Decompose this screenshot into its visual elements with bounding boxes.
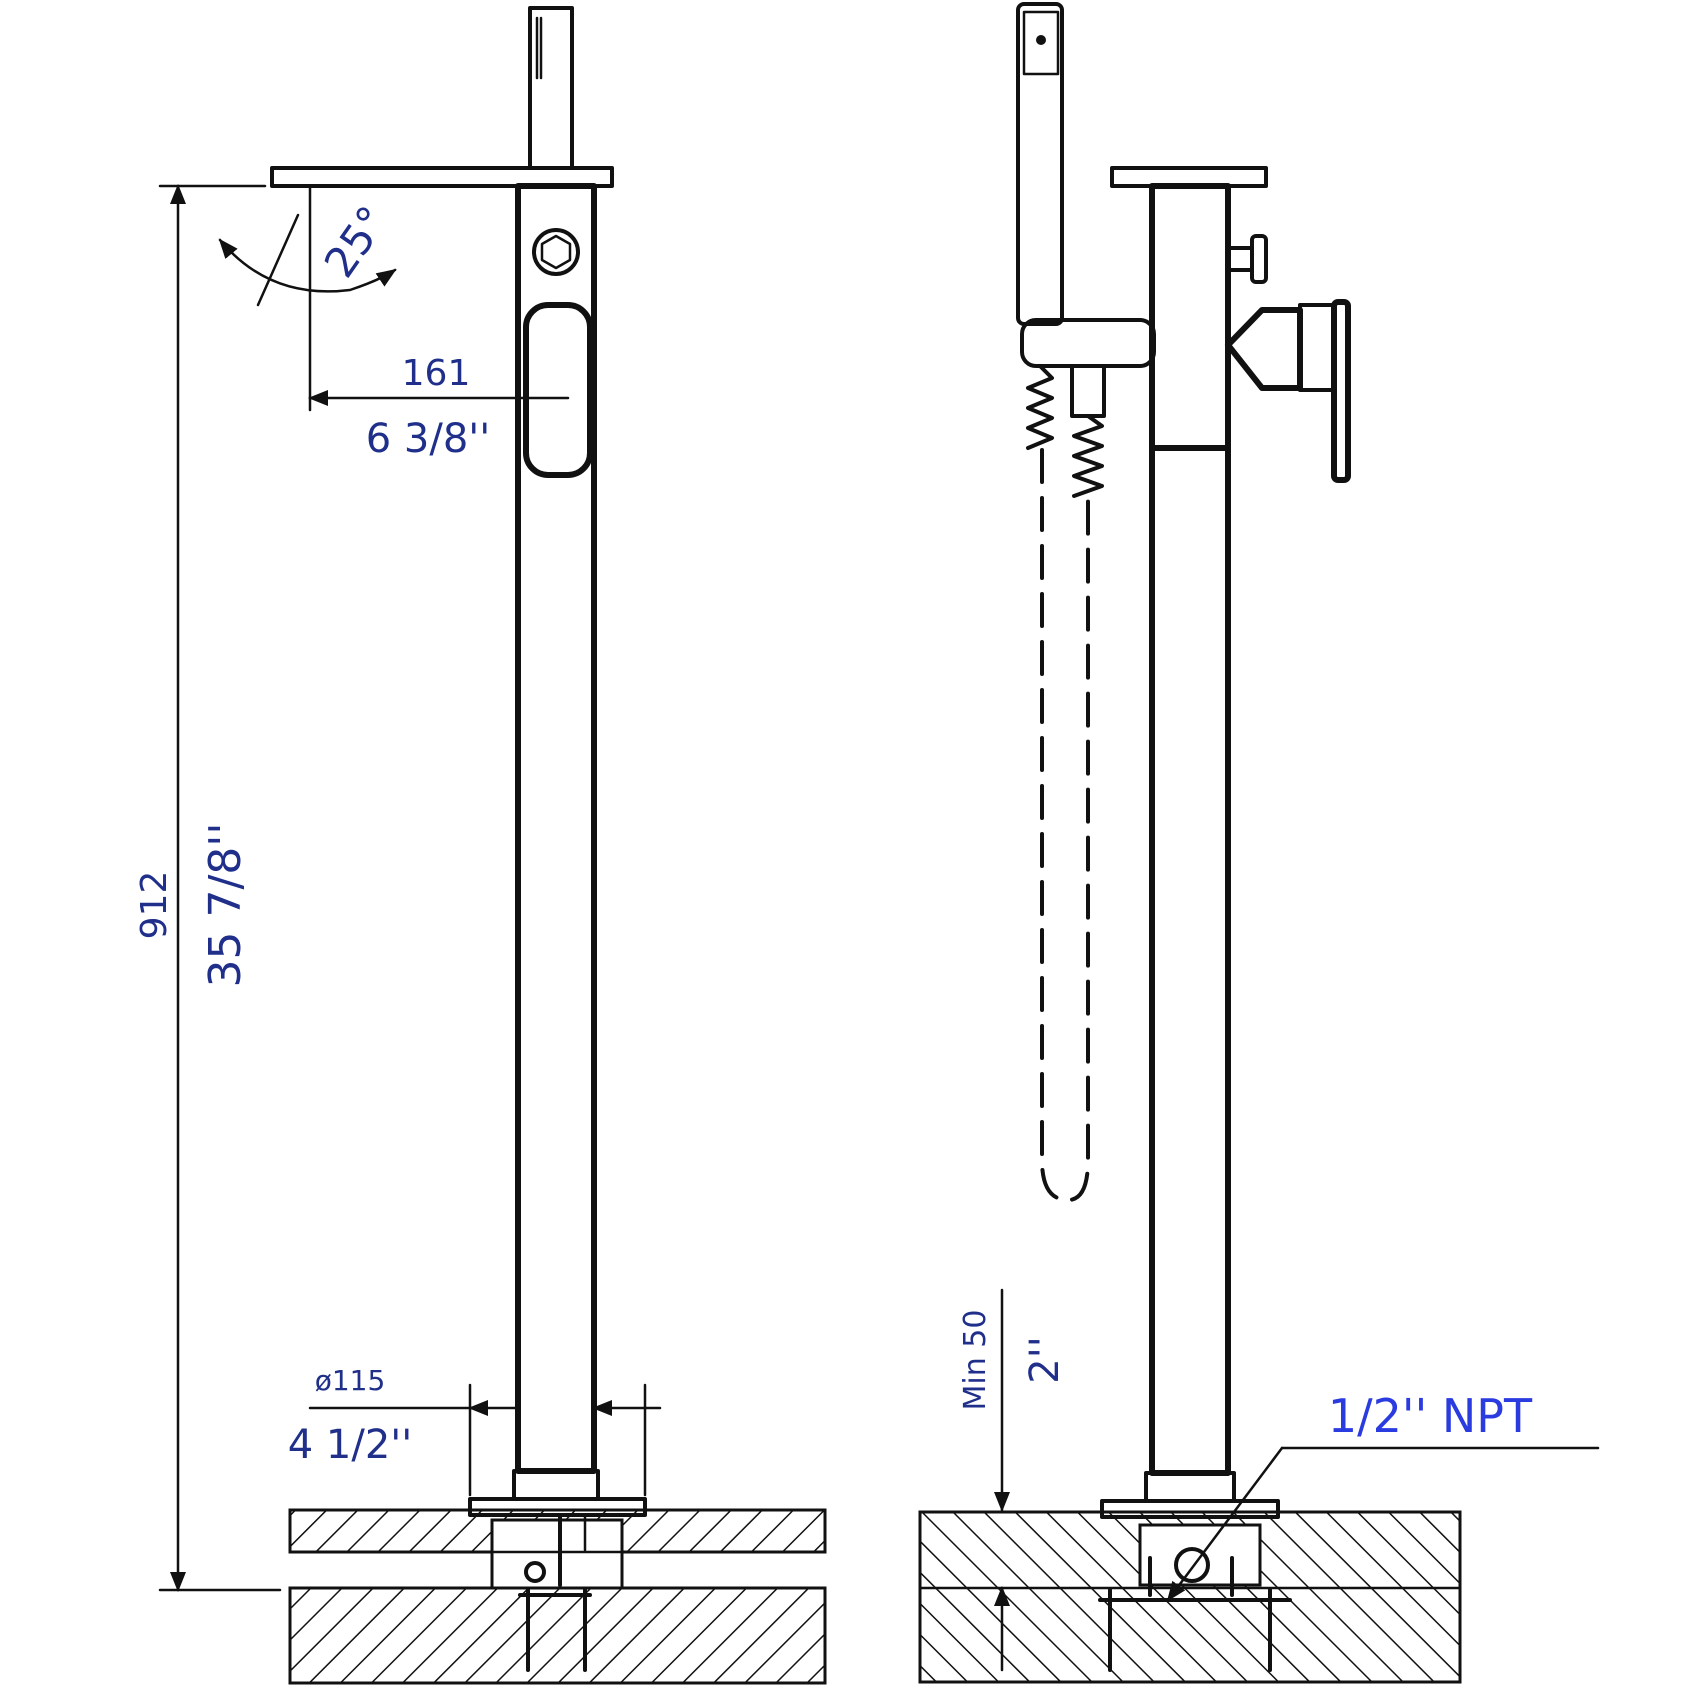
- npt-callout: 1/2'' NPT: [1166, 1389, 1600, 1602]
- right-hose-dashed: [1040, 448, 1090, 1202]
- min-clearance-mm-label: Min 50: [958, 1310, 993, 1411]
- height-dimension: 912 35 7/8'': [134, 184, 282, 1592]
- right-hand-shower: [1016, 2, 1064, 326]
- reach-in-label: 6 3/8'': [366, 416, 491, 462]
- right-view: Min 50 2'' 1/2'' NPT: [918, 2, 1600, 1684]
- base-diameter-in-label: 4 1/2'': [288, 1422, 413, 1468]
- right-mounting-hardware: [1098, 1547, 1292, 1672]
- height-mm-label: 912: [134, 871, 175, 940]
- base-diameter-dimension: ø115 4 1/2'': [288, 1364, 662, 1497]
- base-diameter-mm-label: ø115: [315, 1364, 386, 1397]
- right-hose-fittings: [1026, 364, 1106, 498]
- right-column: [1100, 183, 1280, 1519]
- left-hand-shower: [528, 6, 574, 170]
- spout-angle-dimension: 25°: [218, 186, 398, 412]
- left-column: [468, 183, 647, 1672]
- left-spout-tray: [270, 166, 614, 188]
- left-view: 912 35 7/8'' 25° 161 6 3/8'' ø115 4 1/2'…: [134, 6, 827, 1685]
- right-holder-bracket: [1020, 318, 1156, 368]
- right-floor: [918, 1510, 1462, 1684]
- min-clearance-dimension: Min 50 2'': [958, 1288, 1068, 1672]
- spout-angle-label: 25°: [315, 197, 398, 286]
- height-in-label: 35 7/8'': [200, 823, 251, 988]
- min-clearance-in-label: 2'': [1022, 1336, 1068, 1383]
- npt-label: 1/2'' NPT: [1328, 1389, 1533, 1443]
- right-mixer-lever: [1225, 299, 1351, 483]
- right-diverter-knob: [1226, 234, 1268, 284]
- spout-reach-dimension: 161 6 3/8'': [308, 353, 570, 462]
- left-floor: [288, 1508, 827, 1685]
- reach-mm-label: 161: [402, 353, 471, 394]
